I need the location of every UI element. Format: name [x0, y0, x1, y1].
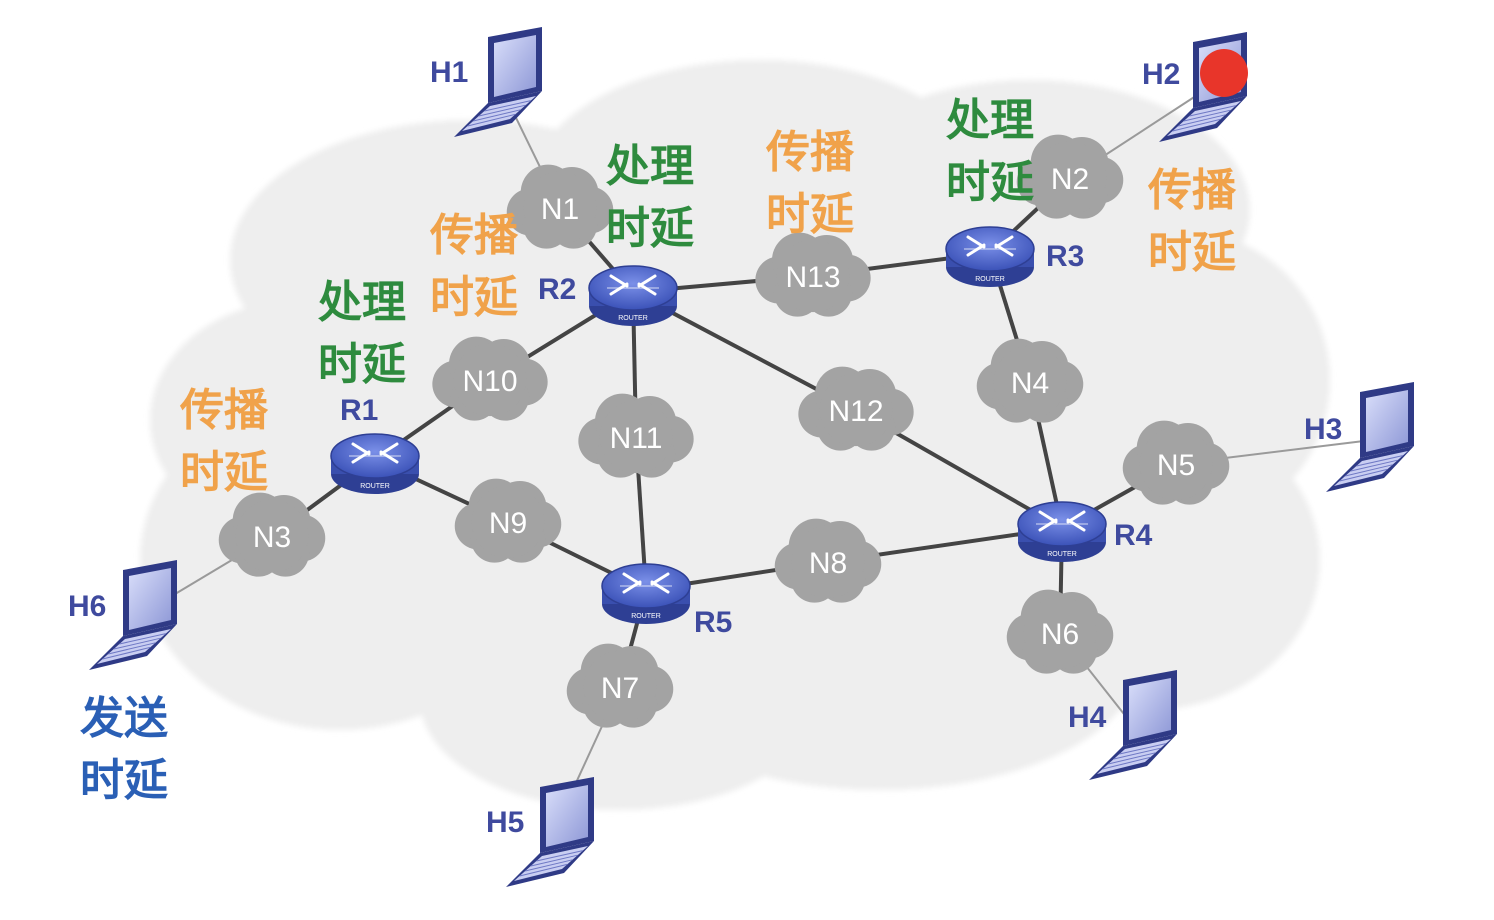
network-label-n5: N5 — [1157, 449, 1195, 482]
host-label-h6: H6 — [68, 590, 107, 623]
router-badge-text: ROUTER — [618, 315, 648, 322]
router-r2-icon: ROUTER — [588, 265, 678, 326]
network-label-n10: N10 — [462, 365, 517, 398]
network-n5: N5 — [1122, 420, 1230, 505]
packet-dot — [1200, 49, 1248, 97]
propagation-delay-label-1: 传播时延 — [180, 385, 268, 498]
router-label-r5: R5 — [694, 606, 733, 639]
host-h3-laptop-icon — [1326, 382, 1414, 492]
network-label-n13: N13 — [785, 261, 840, 294]
hosts — [89, 27, 1414, 887]
router-badge-text: ROUTER — [1047, 551, 1077, 558]
network-n9: N9 — [454, 478, 562, 563]
routers: ROUTER ROUTER ROUTER ROUTER ROUTER — [330, 226, 1107, 624]
network-label-n9: N9 — [489, 507, 527, 540]
network-n11: N11 — [578, 393, 694, 478]
host-label-h4: H4 — [1068, 701, 1107, 734]
propagation-delay-label-4: 传播时延 — [1148, 165, 1236, 278]
network-n2: N2 — [1016, 134, 1124, 219]
network-label-n2: N2 — [1051, 163, 1089, 196]
network-label-n6: N6 — [1041, 618, 1079, 651]
host-label-h1: H1 — [430, 56, 469, 89]
router-label-r2: R2 — [538, 273, 577, 306]
network-n7: N7 — [566, 643, 674, 728]
network-n3: N3 — [218, 492, 326, 577]
network-n4: N4 — [976, 338, 1084, 423]
propagation-delay-label-2: 传播时延 — [430, 210, 518, 323]
host-h4-laptop-icon — [1089, 670, 1177, 780]
router-badge-text: ROUTER — [360, 483, 390, 490]
host-h1-laptop-icon — [454, 27, 542, 137]
processing-delay-label-2: 处理时延 — [606, 141, 694, 254]
router-r3-icon: ROUTER — [945, 226, 1035, 287]
router-label-r1: R1 — [340, 394, 379, 427]
router-label-r3: R3 — [1046, 240, 1085, 273]
router-badge-text: ROUTER — [631, 613, 661, 620]
network-label-n11: N11 — [610, 422, 663, 455]
router-badge-text: ROUTER — [975, 276, 1005, 283]
router-label-r4: R4 — [1114, 519, 1153, 552]
host-h6-laptop-icon — [89, 560, 177, 670]
network-n13: N13 — [755, 232, 871, 317]
network-label-n8: N8 — [809, 547, 847, 580]
router-r4-icon: ROUTER — [1017, 501, 1107, 562]
host-label-h3: H3 — [1304, 413, 1343, 446]
host-label-h5: H5 — [486, 806, 525, 839]
host-label-h2: H2 — [1142, 58, 1181, 91]
network-label-n12: N12 — [828, 395, 883, 428]
transmission-delay-label: 发送时延 — [80, 693, 168, 806]
network-n6: N6 — [1006, 589, 1114, 674]
network-label-n3: N3 — [253, 521, 291, 554]
network-n12: N12 — [798, 366, 914, 451]
network-n8: N8 — [774, 518, 882, 603]
network-label-n1: N1 — [541, 193, 579, 226]
router-r5-icon: ROUTER — [601, 563, 691, 624]
host-h5-laptop-icon — [506, 777, 594, 887]
network-n10: N10 — [432, 336, 548, 421]
processing-delay-label-1: 处理时延 — [318, 277, 406, 390]
processing-delay-label-3: 处理时延 — [946, 95, 1034, 208]
propagation-delay-label-3: 传播时延 — [766, 127, 854, 240]
network-label-n4: N4 — [1011, 367, 1049, 400]
network-label-n7: N7 — [601, 672, 639, 705]
network-n1: N1 — [506, 164, 614, 249]
router-r1-icon: ROUTER — [330, 433, 420, 494]
